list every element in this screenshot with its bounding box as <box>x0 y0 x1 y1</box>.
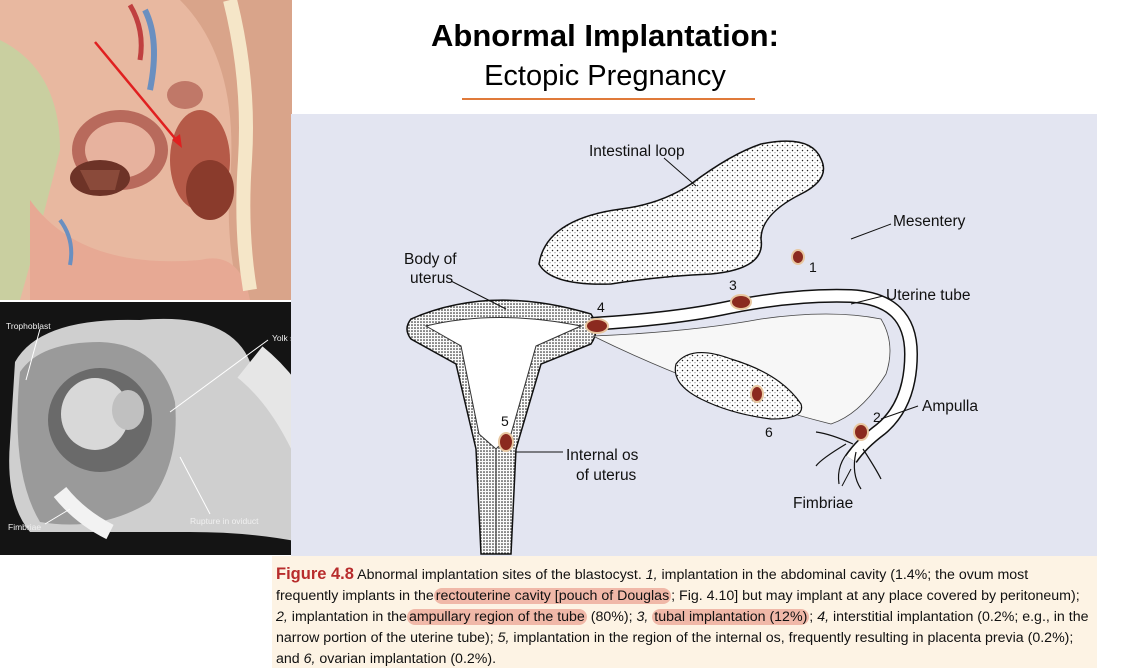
uterine-tube-label: Uterine tube <box>886 287 971 304</box>
caption-num: 6, <box>303 651 316 667</box>
implant-site-5 <box>498 432 514 452</box>
fimbriae-photo-label: Fimbriae <box>8 522 42 532</box>
rupture-pointer <box>179 456 211 515</box>
internal-os-label-2: of uterus <box>576 467 637 484</box>
implant-site-6 <box>750 385 764 403</box>
internal-os-label-1: Internal os <box>566 447 639 464</box>
site-number-3: 3 <box>729 277 737 293</box>
pelvic-anatomy-illustration <box>0 0 292 300</box>
caption-num: 2, <box>276 609 288 625</box>
caption-text: (80%); <box>586 609 637 625</box>
site-number-4: 4 <box>597 299 605 315</box>
figure-caption: Figure 4.8 Abnormal implantation sites o… <box>272 556 1097 668</box>
site-number-2: 2 <box>873 409 881 425</box>
implant-site-4 <box>585 318 609 334</box>
site-number-1: 1 <box>809 259 817 275</box>
caption-num: 5, <box>497 630 510 646</box>
yolk-sac-pointer <box>169 339 269 413</box>
caption-text: implantation in the abdominal cavity (1.… <box>276 567 1029 604</box>
caption-highlight: rectouterine cavity [pouch of Douglas <box>433 588 672 604</box>
mesentery-label: Mesentery <box>893 213 966 230</box>
caption-text: interstitial implantation (0.2%; e.g., i… <box>276 609 1089 646</box>
figure-label: Figure 4.8 <box>276 565 354 583</box>
implant-site-1 <box>791 249 805 265</box>
rupture-label: Rupture in oviduct <box>190 516 259 526</box>
caption-text: implantation in the region of the intern… <box>276 630 1074 667</box>
implant-site-2 <box>853 423 869 441</box>
site-number-6: 6 <box>765 424 773 440</box>
trophoblast-label: Trophoblast <box>6 321 51 331</box>
slide-title: Abnormal Implantation: <box>431 18 779 53</box>
red-arrow-head <box>172 134 182 148</box>
implant-site-3 <box>730 294 752 310</box>
intestinal-loop-label: Intestinal loop <box>589 143 685 160</box>
fimbriae-diagram-label: Fimbriae <box>793 495 854 512</box>
implantation-sites-diagram: Intestinal loop Mesentery Body of uterus… <box>291 114 1097 556</box>
body-of-uterus-label-1: Body of <box>404 251 457 268</box>
subtitle-underline <box>462 98 755 100</box>
caption-num: 3, <box>636 609 649 625</box>
trophoblast-pointer <box>25 328 41 381</box>
caption-num: 4, <box>817 609 830 625</box>
slide-subtitle: Ectopic Pregnancy <box>484 60 726 92</box>
caption-text: ; <box>809 609 818 625</box>
caption-text: ; Fig. 4.10] but may implant at any plac… <box>671 588 1080 604</box>
site-number-5: 5 <box>501 413 509 429</box>
fimbriae-pointer <box>44 508 71 525</box>
diagram-drawing <box>406 140 919 555</box>
caption-num: 1, <box>645 567 658 583</box>
caption-highlight: tubal implantation (12%) <box>652 609 810 625</box>
caption-text: implantation in the <box>287 609 407 625</box>
red-arrow-line <box>94 41 179 143</box>
body-of-uterus-label-2: uterus <box>410 270 454 287</box>
caption-text: Abnormal implantation sites of the blast… <box>353 567 646 583</box>
ampulla-label: Ampulla <box>922 398 978 415</box>
yolk-sac-label: Yolk sac <box>272 333 304 343</box>
caption-text: ovarian implantation (0.2%). <box>315 651 497 667</box>
caption-highlight: ampullary region of the tube <box>406 609 587 625</box>
